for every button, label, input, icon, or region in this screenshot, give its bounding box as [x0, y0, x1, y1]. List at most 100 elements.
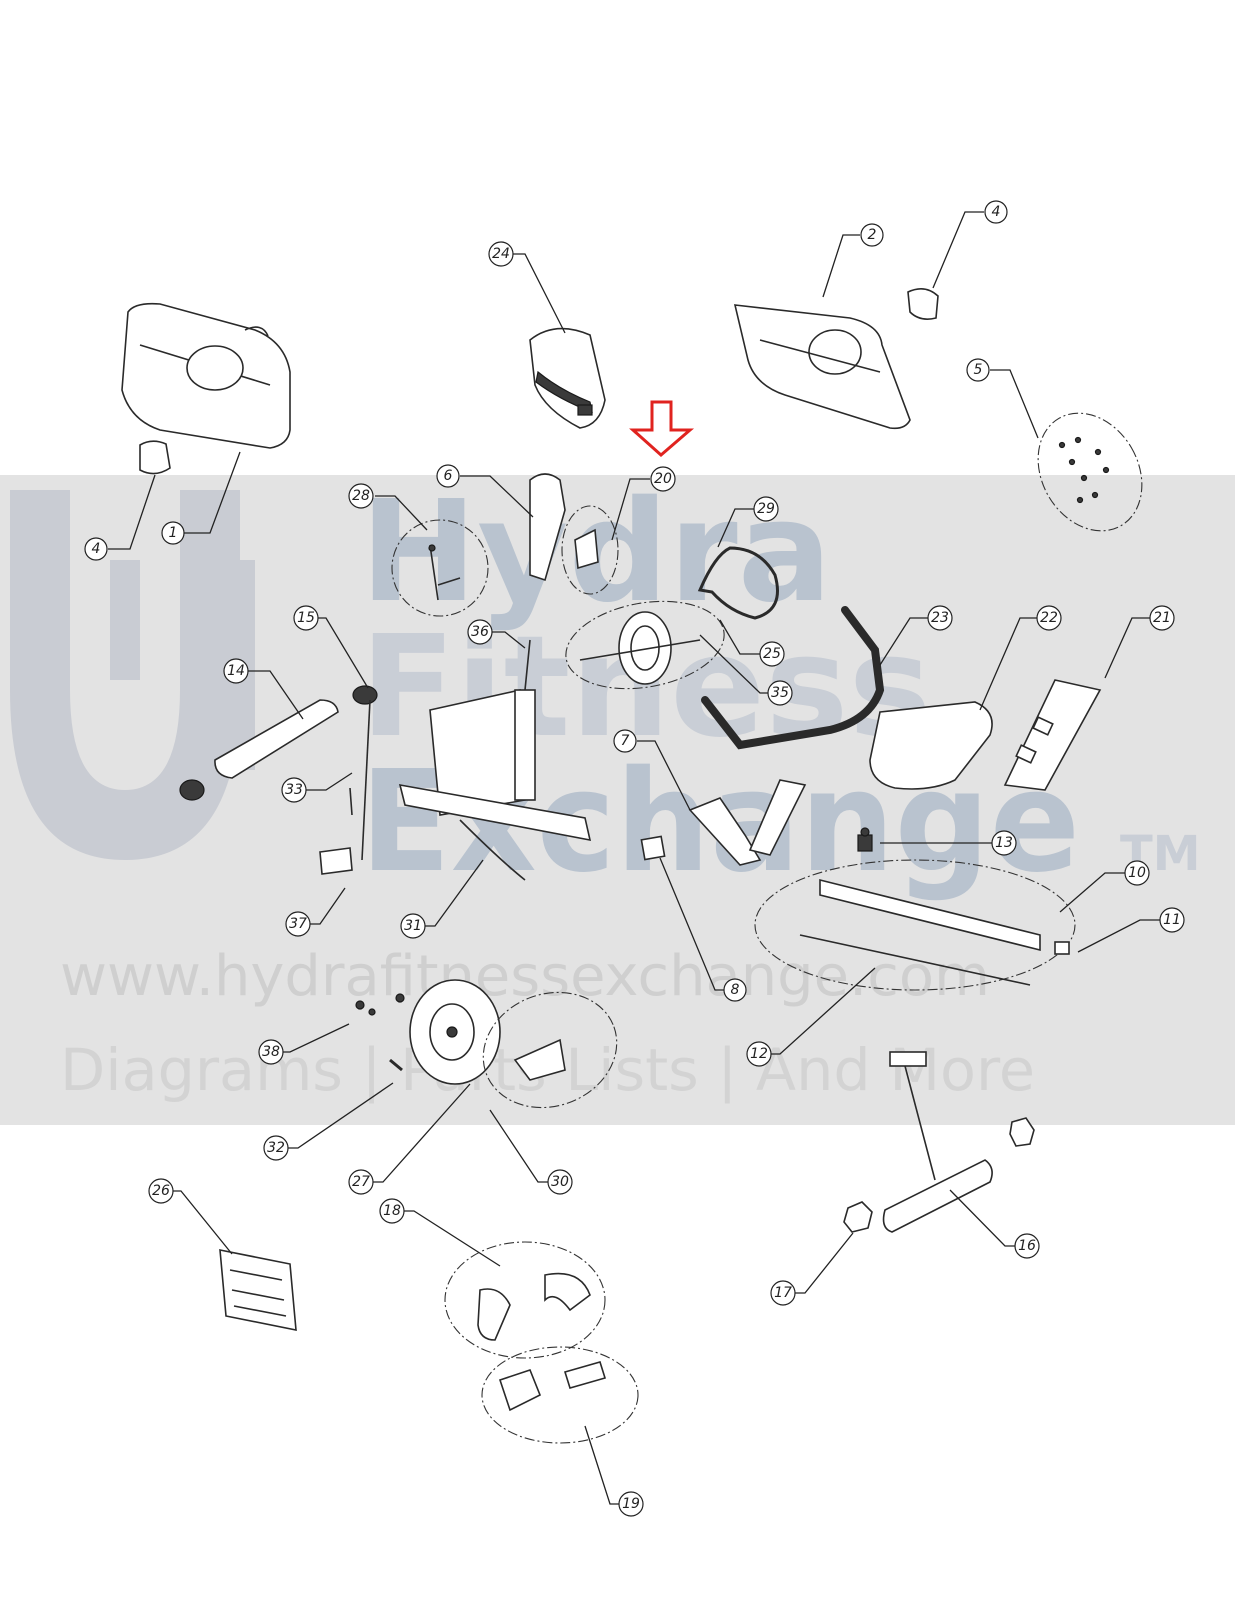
svg-text:14: 14 — [227, 663, 245, 679]
svg-text:22: 22 — [1040, 610, 1058, 626]
part-33-pin — [349, 787, 353, 816]
callout-36: 36 — [467, 619, 493, 645]
callout-10: 10 — [1124, 860, 1150, 886]
svg-text:13: 13 — [995, 835, 1013, 851]
svg-text:8: 8 — [731, 982, 740, 998]
callout-23: 23 — [927, 605, 953, 631]
part-8-slider-block — [640, 835, 666, 861]
callout-17: 17 — [770, 1280, 796, 1306]
svg-text:2: 2 — [868, 227, 877, 243]
callout-27: 27 — [348, 1169, 374, 1195]
part-27-flywheel — [409, 979, 501, 1085]
leader-lines — [108, 211, 1160, 1505]
callout-2: 2 — [860, 223, 884, 247]
callout-14: 14 — [223, 658, 249, 684]
callout-6: 6 — [436, 464, 460, 488]
svg-text:38: 38 — [262, 1044, 280, 1060]
callout-7: 7 — [613, 729, 637, 753]
svg-text:19: 19 — [622, 1496, 640, 1512]
part-13-knob — [857, 827, 873, 852]
svg-text:31: 31 — [404, 918, 422, 934]
svg-text:26: 26 — [152, 1183, 170, 1199]
part-35-pulley-group — [565, 600, 725, 690]
svg-text:32: 32 — [267, 1140, 285, 1156]
part-32-pin — [389, 1058, 403, 1072]
svg-text:29: 29 — [757, 501, 775, 517]
svg-text:33: 33 — [285, 782, 303, 798]
part-2-right-cover — [733, 304, 911, 430]
part-5-screw-group — [1037, 412, 1143, 532]
callout-25: 25 — [759, 641, 785, 667]
callout-19: 19 — [618, 1491, 644, 1517]
highlight-arrow-icon — [629, 400, 695, 457]
part-38-screws — [355, 993, 405, 1016]
part-21-seat-back — [1003, 679, 1102, 791]
part-14-front-stabilizer — [179, 699, 339, 801]
part-7-seat-slider — [688, 779, 807, 866]
svg-text:37: 37 — [289, 916, 307, 932]
callout-4-left: 4 — [84, 537, 108, 561]
callout-37: 37 — [285, 911, 311, 937]
callout-21: 21 — [1149, 605, 1175, 631]
part-16-rear-stabilizer — [882, 1051, 993, 1233]
svg-text:20: 20 — [654, 471, 672, 487]
part-19-pedal-group — [481, 1346, 639, 1444]
svg-text:36: 36 — [471, 624, 489, 640]
callout-1: 1 — [161, 521, 185, 545]
callout-13: 13 — [991, 830, 1017, 856]
part-18-strap-group — [444, 1241, 606, 1359]
svg-text:28: 28 — [352, 488, 370, 504]
part-37-tension-bracket — [319, 699, 371, 875]
callout-20: 20 — [650, 466, 676, 492]
part-6-bracket — [529, 473, 566, 582]
svg-text:4: 4 — [992, 204, 1001, 220]
svg-text:6: 6 — [444, 468, 453, 484]
part-10-seat-rail-group — [754, 859, 1076, 991]
svg-text:30: 30 — [551, 1174, 569, 1190]
part-30-bracket-group — [482, 991, 618, 1109]
part-23-handlebar — [701, 606, 885, 750]
part-26-decal-sheet — [219, 1249, 297, 1331]
part-28-spring-group — [391, 519, 489, 617]
callout-15: 15 — [293, 605, 319, 631]
part-20-sensor-group — [561, 505, 619, 595]
callout-11: 11 — [1159, 907, 1185, 933]
callout-24: 24 — [488, 241, 514, 267]
part-17-end-cap-2 — [1009, 1117, 1035, 1147]
watermark: Hydra Fitness Exchange TM www.hydrafitne… — [0, 471, 1235, 1125]
svg-text:16: 16 — [1018, 1238, 1036, 1254]
callout-35: 35 — [767, 680, 793, 706]
svg-text:5: 5 — [974, 362, 983, 378]
svg-text:4: 4 — [92, 541, 101, 557]
parts — [121, 288, 1143, 1444]
callouts: 1 2 4 4 5 6 7 8 10 11 12 13 14 15 16 17 … — [84, 200, 1185, 1517]
svg-text:17: 17 — [774, 1285, 792, 1301]
callout-16: 16 — [1014, 1233, 1040, 1259]
part-main-frame — [398, 689, 592, 881]
callout-5: 5 — [966, 358, 990, 382]
callout-26: 26 — [148, 1178, 174, 1204]
callout-12: 12 — [746, 1041, 772, 1067]
part-4-left-cap — [139, 440, 171, 475]
svg-text:15: 15 — [297, 610, 315, 626]
callout-32: 32 — [263, 1135, 289, 1161]
part-17-end-cap — [843, 1201, 873, 1233]
svg-text:27: 27 — [352, 1174, 370, 1190]
part-4-right-cap — [907, 288, 939, 320]
watermark-logo-icon — [10, 490, 255, 860]
svg-text:1: 1 — [169, 525, 178, 541]
svg-text:35: 35 — [771, 685, 789, 701]
callout-30: 30 — [547, 1169, 573, 1195]
svg-text:12: 12 — [750, 1046, 768, 1062]
watermark-url: www.hydrafitnessexchange.com — [60, 944, 990, 1009]
svg-text:11: 11 — [1163, 912, 1181, 928]
part-24-console — [529, 327, 606, 429]
callout-29: 29 — [753, 496, 779, 522]
part-29-belt — [697, 546, 779, 620]
part-1-left-cover — [121, 302, 291, 449]
callout-4-right: 4 — [984, 200, 1008, 224]
svg-text:25: 25 — [763, 646, 781, 662]
svg-text:10: 10 — [1128, 865, 1146, 881]
callout-18: 18 — [379, 1198, 405, 1224]
